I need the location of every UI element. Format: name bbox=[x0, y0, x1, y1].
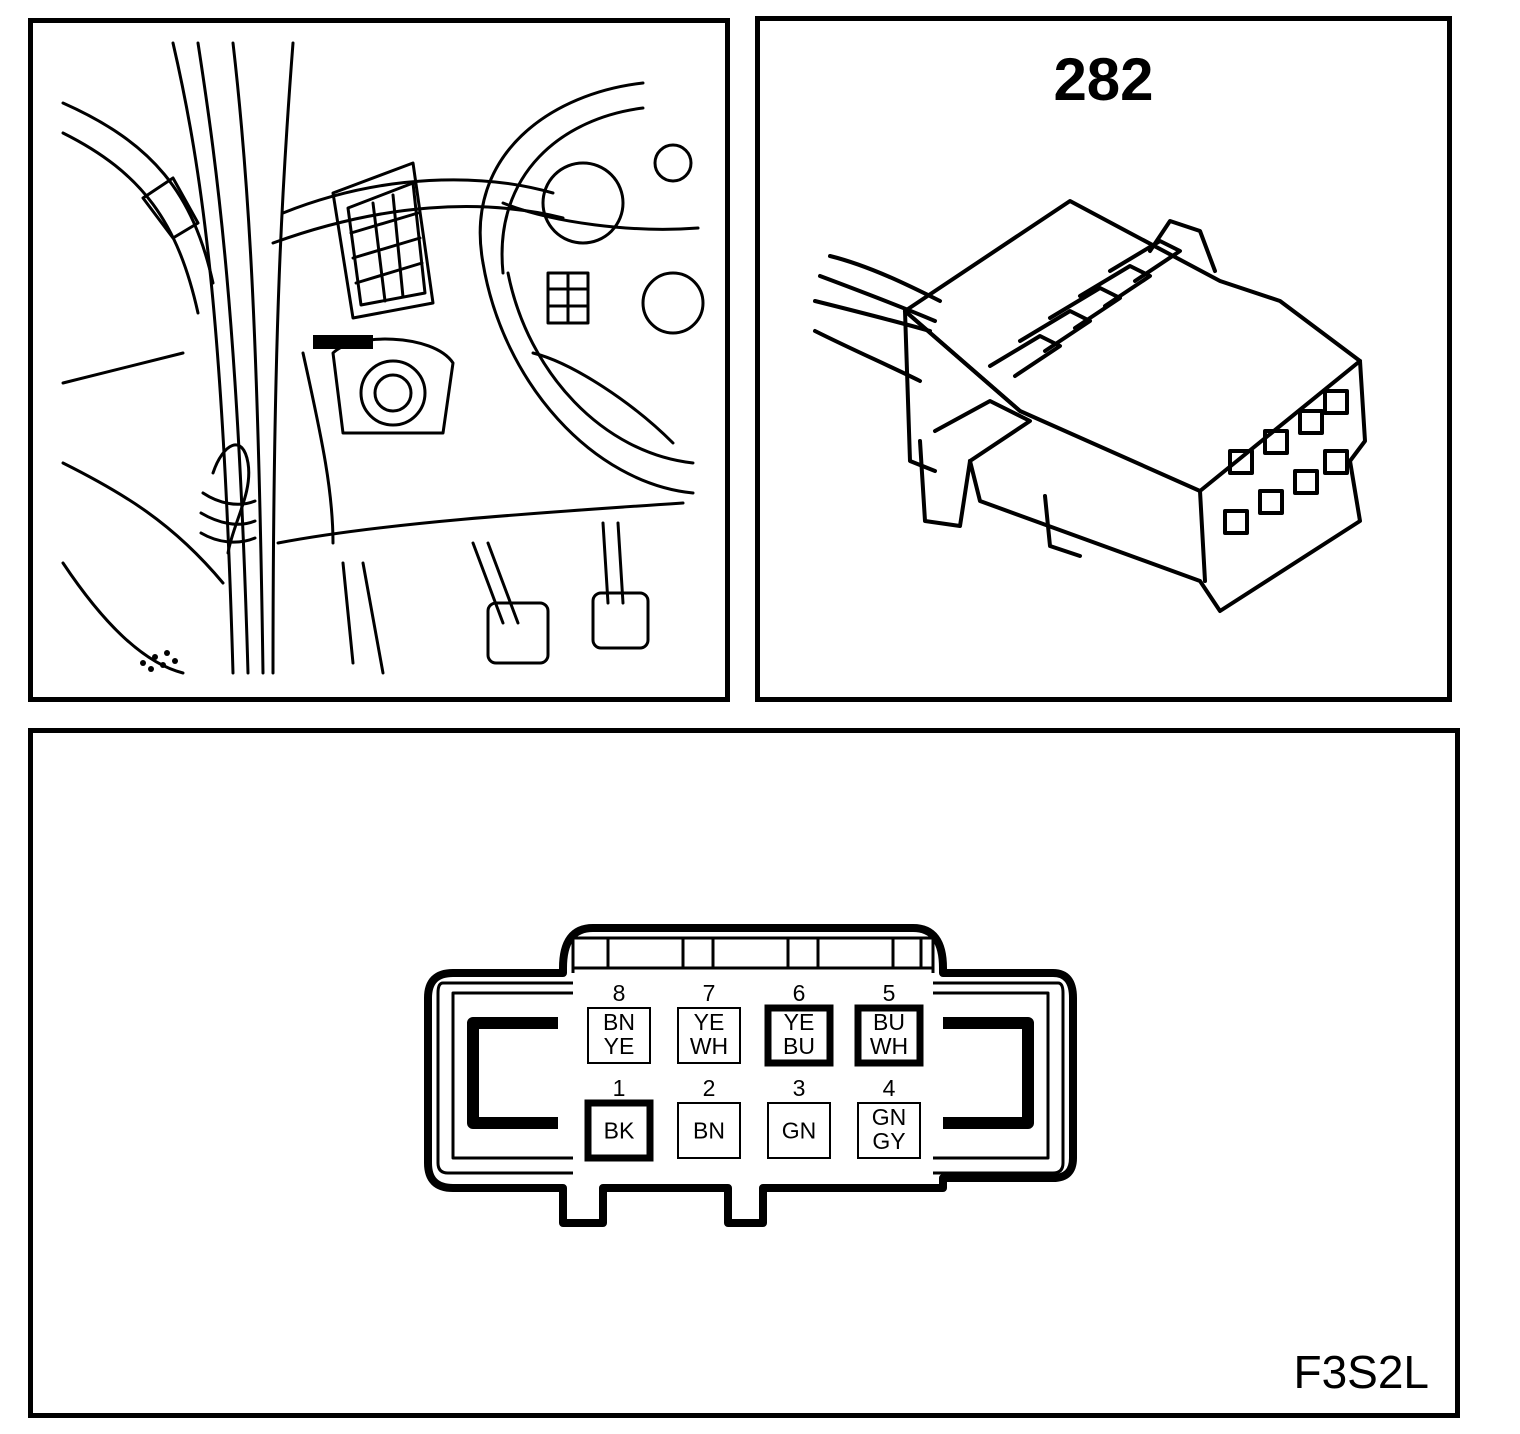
wire-color-label: YE bbox=[694, 1009, 725, 1035]
wire-color-label: BN bbox=[693, 1118, 725, 1144]
pin-1: 1BK bbox=[584, 1075, 654, 1162]
wire-color-label: YE bbox=[604, 1033, 635, 1059]
pin-number: 1 bbox=[613, 1075, 626, 1101]
connector-number: 282 bbox=[1053, 46, 1154, 113]
pin-cavity bbox=[677, 1007, 741, 1064]
pin-cavity bbox=[764, 1004, 834, 1067]
pin-cavity bbox=[854, 1004, 924, 1067]
pin-number: 3 bbox=[793, 1075, 806, 1101]
connector-illustration bbox=[813, 199, 1367, 613]
pin-number: 4 bbox=[883, 1075, 896, 1101]
wire-color-label: BU bbox=[783, 1033, 815, 1059]
pin-number: 8 bbox=[613, 980, 626, 1006]
wire-color-label: GN bbox=[872, 1104, 907, 1130]
wire-color-label: GN bbox=[782, 1118, 817, 1144]
wire-color-label: WH bbox=[690, 1033, 728, 1059]
connector-panel: 282 bbox=[755, 16, 1452, 702]
pin-2: 2BN bbox=[677, 1075, 741, 1159]
figure-code: F3S2L bbox=[1293, 1346, 1429, 1398]
pin-cavity bbox=[767, 1102, 831, 1159]
pin-number: 6 bbox=[793, 980, 806, 1006]
wire-color-label: WH bbox=[870, 1033, 908, 1059]
wire-color-label: BN bbox=[603, 1009, 635, 1035]
wire-color-label: BK bbox=[604, 1118, 635, 1144]
pin-cavity bbox=[677, 1102, 741, 1159]
pin-cavity bbox=[857, 1102, 921, 1159]
dashboard-illustration bbox=[61, 41, 705, 675]
pin-3: 3GN bbox=[767, 1075, 831, 1159]
pin-cavity bbox=[587, 1007, 651, 1064]
wire-color-label: GY bbox=[872, 1128, 905, 1154]
pin-number: 5 bbox=[883, 980, 896, 1006]
location-panel bbox=[28, 18, 730, 702]
housing-outline bbox=[424, 924, 1077, 1227]
wire-color-label: BU bbox=[873, 1009, 905, 1035]
wire-color-label: YE bbox=[784, 1009, 815, 1035]
pin-number: 2 bbox=[703, 1075, 716, 1101]
pin-number: 7 bbox=[703, 980, 716, 1006]
pin-cavity bbox=[584, 1099, 654, 1162]
